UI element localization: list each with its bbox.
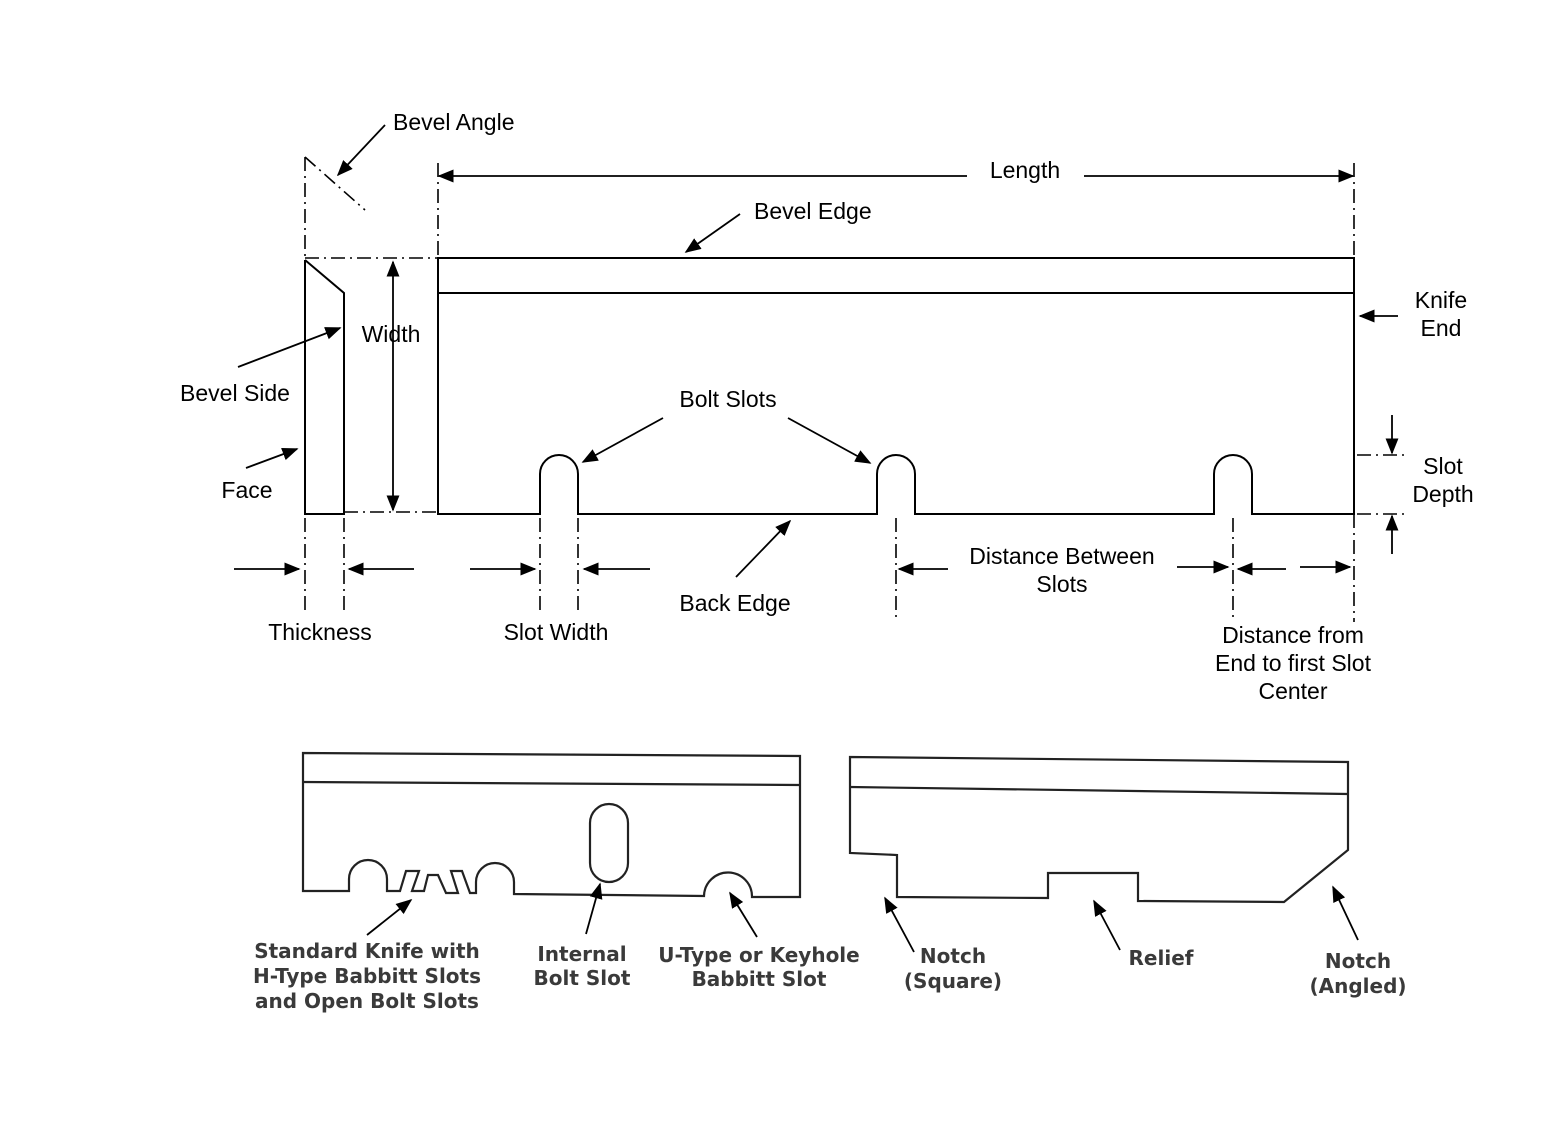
label-notch-angled-line1: Notch bbox=[1325, 949, 1391, 973]
label-standard-knife-line1: Standard Knife with bbox=[254, 939, 480, 963]
label-slot-depth-line2: Depth bbox=[1412, 481, 1473, 507]
label-internal-slot-line2: Bolt Slot bbox=[534, 966, 631, 990]
internal-bolt-slot bbox=[588, 802, 630, 884]
label-bevel-side: Bevel Side bbox=[180, 380, 290, 406]
label-utype-line1: U-Type or Keyhole bbox=[658, 943, 859, 967]
label-width: Width bbox=[362, 321, 421, 347]
label-bevel-angle: Bevel Angle bbox=[393, 109, 514, 135]
label-notch-angled-line2: (Angled) bbox=[1309, 974, 1406, 998]
knife-front-view bbox=[437, 257, 1355, 515]
label-distance-end-line1: Distance from bbox=[1222, 622, 1364, 648]
label-knife-end-line2: End bbox=[1421, 315, 1462, 341]
knife-cross-section bbox=[304, 156, 438, 615]
label-knife-end-line1: Knife bbox=[1415, 287, 1467, 313]
label-distance-end-line3: Center bbox=[1258, 678, 1327, 704]
label-notch-square-line1: Notch bbox=[920, 944, 986, 968]
label-relief: Relief bbox=[1129, 946, 1194, 970]
notch-relief-sketch bbox=[848, 755, 1350, 904]
label-notch-square-line2: (Square) bbox=[904, 969, 1002, 993]
label-slot-width: Slot Width bbox=[504, 619, 609, 645]
slot-types-sketch bbox=[301, 751, 802, 899]
label-utype-line2: Babbitt Slot bbox=[692, 967, 827, 991]
label-distance-between-line1: Distance Between bbox=[969, 543, 1154, 569]
label-slot-depth-line1: Slot bbox=[1423, 453, 1463, 479]
label-distance-end-line2: End to first Slot bbox=[1215, 650, 1372, 676]
label-bevel-edge: Bevel Edge bbox=[754, 198, 872, 224]
label-standard-knife-line2: H-Type Babbitt Slots bbox=[253, 964, 481, 988]
label-back-edge: Back Edge bbox=[679, 590, 790, 616]
label-internal-slot-line1: Internal bbox=[537, 942, 626, 966]
label-length: Length bbox=[990, 157, 1060, 183]
label-bolt-slots: Bolt Slots bbox=[679, 386, 776, 412]
label-face: Face bbox=[221, 477, 272, 503]
label-standard-knife-line3: and Open Bolt Slots bbox=[255, 989, 479, 1013]
label-distance-between-line2: Slots bbox=[1036, 571, 1087, 597]
label-thickness: Thickness bbox=[268, 619, 372, 645]
